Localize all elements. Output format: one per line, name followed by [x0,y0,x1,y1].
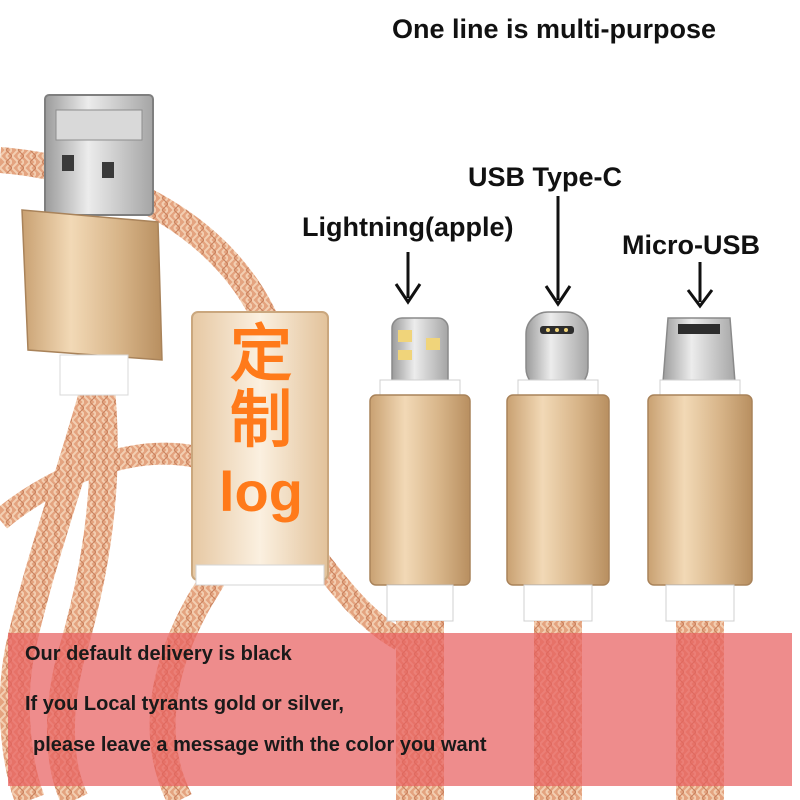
banner-line-3: please leave a message with the color yo… [33,734,487,756]
custom-logo-text: 定 制 log [196,318,326,524]
headline: One line is multi-purpose [392,14,717,44]
arrow-type-c-icon [544,196,572,307]
custom-logo-line-1: 定 [229,320,292,389]
arrow-lightning-icon [394,252,422,305]
label-lightning: Lightning(apple) [302,212,514,242]
delivery-note-banner: Our default delivery is black If you Loc… [8,633,792,786]
label-micro-usb: Micro-USB [622,230,761,260]
banner-line-2: If you Local tyrants gold or silver, [25,693,344,715]
banner-line-1: Our default delivery is black [25,643,292,665]
custom-logo-plate [191,311,329,586]
custom-logo-line-3: log [219,460,303,523]
arrow-micro-usb-icon [686,262,714,309]
usb-a-connector [21,94,163,396]
label-type-c: USB Type-C [468,162,623,192]
custom-logo-line-2: 制 [229,386,292,455]
